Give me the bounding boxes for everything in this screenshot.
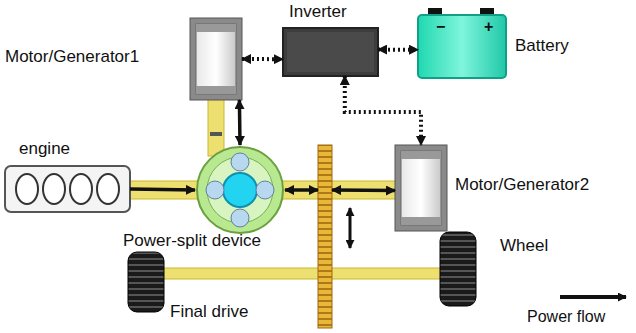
planetary-gear-outline bbox=[195, 145, 285, 235]
electric-link bbox=[378, 48, 418, 52]
terminal-sign: − bbox=[436, 19, 445, 35]
part-label: Motor/Generator1 bbox=[5, 47, 139, 67]
motor-generator: Motor/Generator1 bbox=[190, 18, 242, 100]
final-drive-gear: Final drive bbox=[318, 145, 332, 328]
part-label: Motor/Generator2 bbox=[455, 175, 589, 195]
part-label: Final drive bbox=[170, 302, 248, 322]
motor-generator: Motor/Generator2 bbox=[395, 145, 447, 231]
part-label: Wheel bbox=[500, 236, 548, 256]
electric-link bbox=[345, 76, 421, 145]
legend-text: Power flow bbox=[527, 308, 605, 326]
power-flow-arrow bbox=[238, 100, 242, 145]
legend-arrow-sample bbox=[560, 295, 626, 299]
wheel: Wheel bbox=[440, 232, 476, 306]
engine-block: engine bbox=[5, 166, 130, 212]
part-label: Inverter bbox=[289, 2, 347, 22]
electric-link bbox=[242, 57, 283, 61]
inverter-box: Inverter bbox=[283, 28, 378, 76]
terminal-sign: + bbox=[484, 19, 493, 35]
power-split-device: Power-split device bbox=[195, 145, 285, 235]
power-flow-arrow bbox=[285, 188, 318, 192]
power-flow-arrow bbox=[332, 188, 395, 192]
part-label: Power-split device bbox=[123, 231, 261, 251]
part-label: Battery bbox=[515, 36, 569, 56]
power-flow-arrow bbox=[130, 189, 195, 190]
part-label: engine bbox=[19, 139, 70, 159]
